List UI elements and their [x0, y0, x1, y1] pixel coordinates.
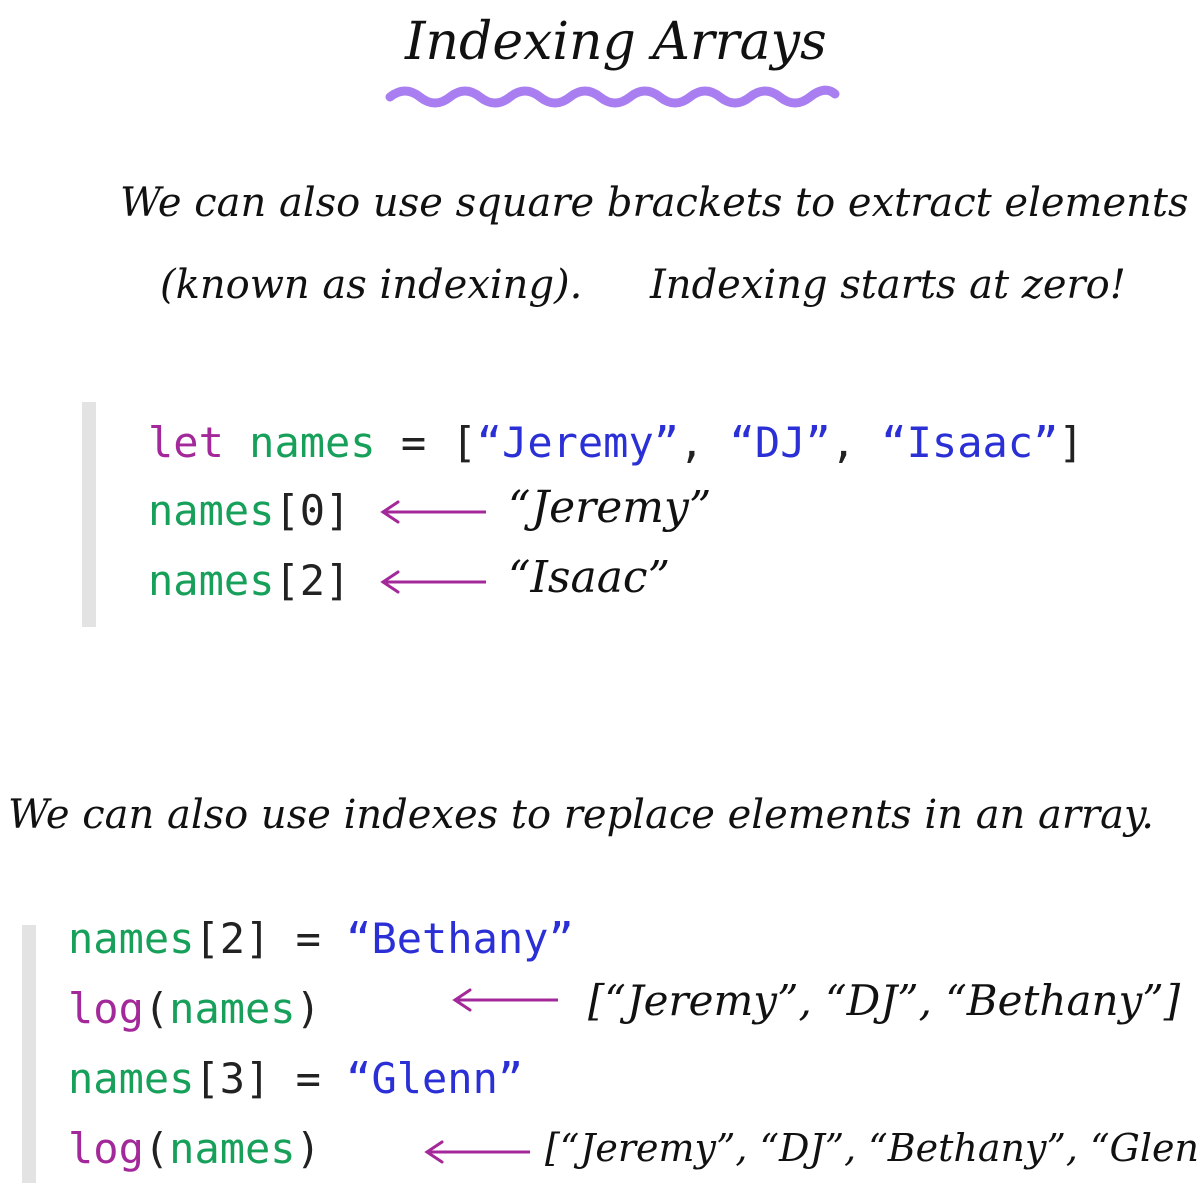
log-keyword: log: [68, 984, 144, 1033]
let-keyword: let: [148, 418, 224, 467]
code-line-let: let names = [“Jeremy”, “DJ”, “Isaac”]: [148, 418, 1084, 467]
code-line-log-1: log(names): [68, 984, 321, 1033]
code-block-2-bar: [22, 925, 36, 1183]
string-jeremy: “Jeremy”: [476, 418, 680, 467]
string-dj: “DJ”: [729, 418, 831, 467]
string-glenn: “Glenn”: [346, 1054, 524, 1103]
intro-line-2b: Indexing starts at zero!: [650, 262, 1126, 308]
code-line-assign-bethany: names[2] = “Bethany”: [68, 914, 574, 963]
result-array-3: [“Jeremy”, “DJ”, “Bethany”]: [588, 976, 1181, 1025]
page-title: Indexing Arrays: [405, 12, 827, 72]
code-line-assign-glenn: names[3] = “Glenn”: [68, 1054, 524, 1103]
arrow-left-icon: [452, 988, 558, 1012]
arrow-left-icon: [380, 500, 486, 524]
code-line-index-2: names[2]: [148, 556, 351, 605]
result-isaac: “Isaac”: [508, 552, 671, 603]
title-underline: [385, 85, 840, 108]
arrow-left-icon: [380, 570, 486, 594]
result-array-4: [“Jeremy”, “DJ”, “Bethany”, “Glenn”]: [545, 1126, 1200, 1170]
code-line-log-2: log(names): [68, 1124, 321, 1173]
intro-line-1: We can also use square brackets to extra…: [120, 180, 1189, 226]
log-keyword: log: [68, 1124, 144, 1173]
string-bethany: “Bethany”: [346, 914, 574, 963]
replace-text: We can also use indexes to replace eleme…: [8, 792, 1154, 838]
arrow-left-icon: [424, 1140, 530, 1164]
result-jeremy: “Jeremy”: [508, 482, 712, 533]
string-isaac: “Isaac”: [881, 418, 1059, 467]
code-block-1-bar: [82, 402, 96, 627]
intro-line-2a: (known as indexing).: [160, 262, 583, 308]
code-line-index-0: names[0]: [148, 486, 351, 535]
names-identifier: names: [249, 418, 376, 467]
